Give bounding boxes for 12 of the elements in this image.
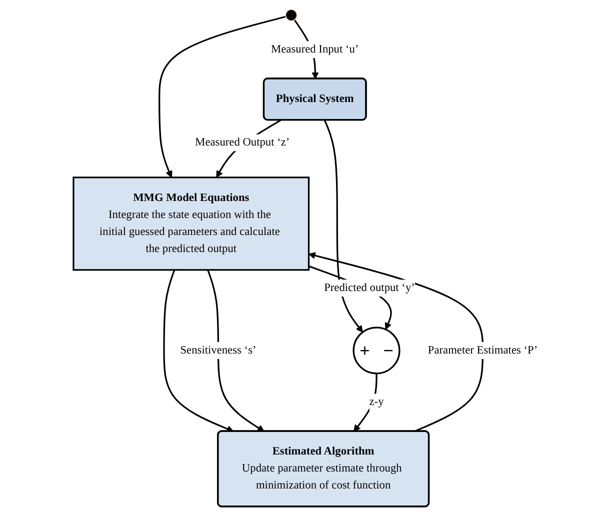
edge-label: z-y: [369, 396, 384, 408]
arrow: [207, 270, 264, 432]
node-circle: + −: [352, 326, 400, 374]
arrow: [354, 373, 378, 432]
edge-label: Parameter Estimates ‘P’: [428, 344, 538, 357]
arrow: [324, 120, 363, 333]
node-box: MMG Model Equations Integrate the state equation with the initial guessed parameters and calculate the predicted output: [72, 176, 310, 271]
edge-label: Measured Input ‘u’: [270, 44, 359, 56]
edge-label: Sensitiveness ‘s’: [180, 344, 256, 357]
edge-label: Measured Output ‘z’: [195, 136, 290, 149]
edge-label: Predicted output ‘y’: [324, 282, 415, 294]
arrow: [163, 270, 234, 432]
